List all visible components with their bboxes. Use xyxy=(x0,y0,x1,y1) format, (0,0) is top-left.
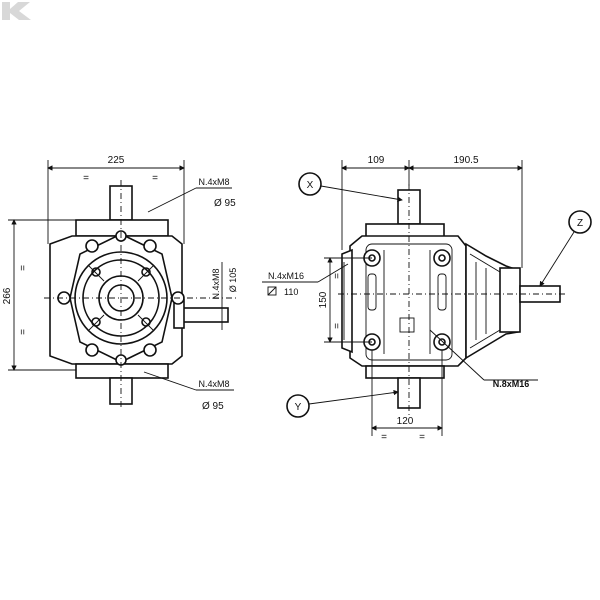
square-symbol xyxy=(267,286,277,296)
left-end-cap xyxy=(341,248,353,354)
eq-mark: = xyxy=(83,173,89,184)
svg-text:=: = xyxy=(332,323,343,329)
svg-text:=: = xyxy=(18,265,29,271)
right-bottom-flange xyxy=(365,365,445,379)
top-bolt-spec: N.4xM8 xyxy=(198,177,229,187)
dim-150: 150 xyxy=(318,291,329,308)
dim-190-5: 190.5 xyxy=(453,155,478,166)
callout-x-label: X xyxy=(307,180,314,191)
left-dimensions: 225 = = 266 = = N.4xM8 Ø 95 N.4xM8 Ø 95 … xyxy=(2,155,238,412)
bottom-bolt-spec: N.4xM8 xyxy=(198,379,229,389)
dim-109: 109 xyxy=(368,155,385,166)
callout-z-label: Z xyxy=(577,218,583,229)
dim-120: 120 xyxy=(397,416,414,427)
callout-y-label: Y xyxy=(295,402,302,413)
side-collar-right xyxy=(499,267,521,333)
svg-text:=: = xyxy=(381,432,387,443)
svg-text:=: = xyxy=(18,329,29,335)
callout-x xyxy=(298,172,322,196)
left-view xyxy=(44,180,236,410)
flange-square: 110 xyxy=(284,287,298,297)
bottom-bolt-dia: Ø 95 xyxy=(202,401,224,412)
inner-panel xyxy=(365,243,453,361)
side-bolt-dia: Ø 105 xyxy=(228,268,238,293)
side-shaft xyxy=(181,307,229,323)
right-dimensions: 109 190.5 150 = = N.4xM16 110 N.8xM16 12… xyxy=(262,155,592,443)
dim-266: 266 xyxy=(2,287,13,304)
base-spec: N.8xM16 xyxy=(493,379,530,389)
callout-y xyxy=(286,394,310,418)
svg-text:=: = xyxy=(419,432,425,443)
side-bolt-spec: N.4xM8 xyxy=(211,268,221,299)
top-bolt-dia: Ø 95 xyxy=(214,198,236,209)
brand-logo-icon xyxy=(2,2,31,20)
dim-225: 225 xyxy=(108,155,125,166)
eq-mark: = xyxy=(152,173,158,184)
svg-text:=: = xyxy=(332,273,343,279)
flange-spec: N.4xM16 xyxy=(268,271,304,281)
callout-z xyxy=(568,210,592,234)
